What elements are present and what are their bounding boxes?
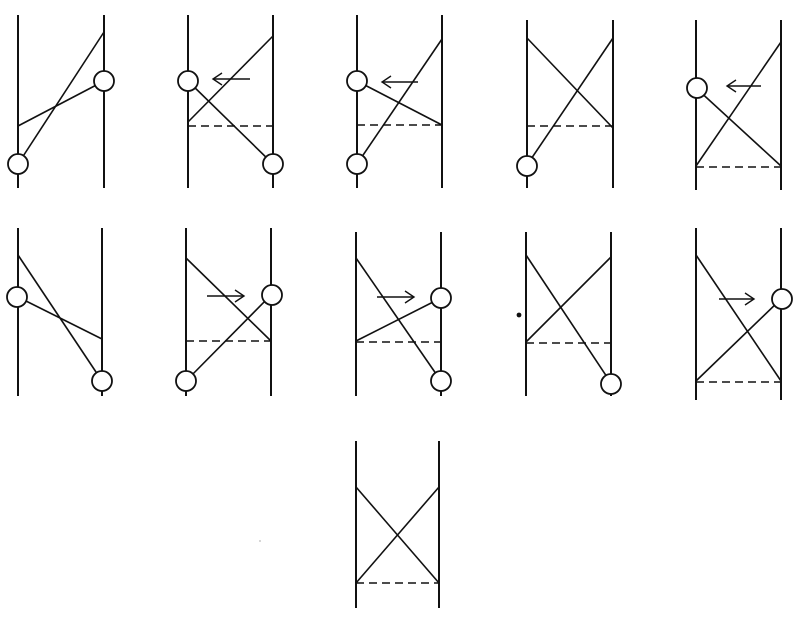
circle-marker [771, 288, 793, 310]
line-segment [356, 38, 443, 165]
arrow-head-right [234, 289, 246, 303]
line-segment [185, 257, 272, 342]
circle-marker [93, 70, 115, 92]
arrow-head-right [744, 292, 756, 306]
circle-marker [430, 370, 452, 392]
circle-marker [91, 370, 113, 392]
line-segment [695, 254, 782, 382]
line-segment [525, 256, 612, 343]
line-segment [526, 37, 614, 129]
dot-marker [516, 312, 522, 318]
line-segment [695, 87, 782, 167]
circle-marker [346, 153, 368, 175]
circle-marker [175, 370, 197, 392]
line-segment [17, 296, 103, 340]
panel-11 [355, 441, 440, 608]
circle-marker [262, 153, 284, 175]
line-segment [356, 80, 443, 126]
panel-2 [177, 15, 284, 188]
panel-1 [7, 15, 115, 188]
line-segment [185, 294, 272, 382]
circle-marker [261, 284, 283, 306]
line-segment [526, 37, 614, 166]
panel-3 [346, 15, 443, 188]
panel-9 [516, 232, 622, 396]
arrow-head-left [211, 72, 223, 86]
panel-10 [695, 228, 793, 400]
circle-marker [686, 77, 708, 99]
circle-marker [6, 286, 28, 308]
line-segment [695, 41, 782, 167]
circle-marker [7, 153, 29, 175]
panel-5 [686, 20, 782, 190]
circle-marker [516, 155, 538, 177]
circle-marker [346, 70, 368, 92]
line-segment [187, 80, 274, 165]
line-segment [355, 486, 440, 584]
panel-4 [516, 20, 614, 188]
panel-6 [6, 228, 113, 396]
arrow-head-left [380, 75, 392, 89]
circle-marker [177, 70, 199, 92]
speck-mark [259, 540, 261, 542]
arrow-head-right [404, 290, 416, 304]
circle-marker [430, 287, 452, 309]
line-segment [17, 80, 105, 127]
panel-8 [355, 232, 452, 396]
line-segment [355, 297, 442, 342]
panel-7 [175, 228, 283, 396]
line-segment [525, 254, 612, 384]
circle-marker [600, 373, 622, 395]
line-segment [17, 31, 105, 165]
line-segment [695, 298, 782, 382]
arrow-head-left [725, 79, 737, 93]
